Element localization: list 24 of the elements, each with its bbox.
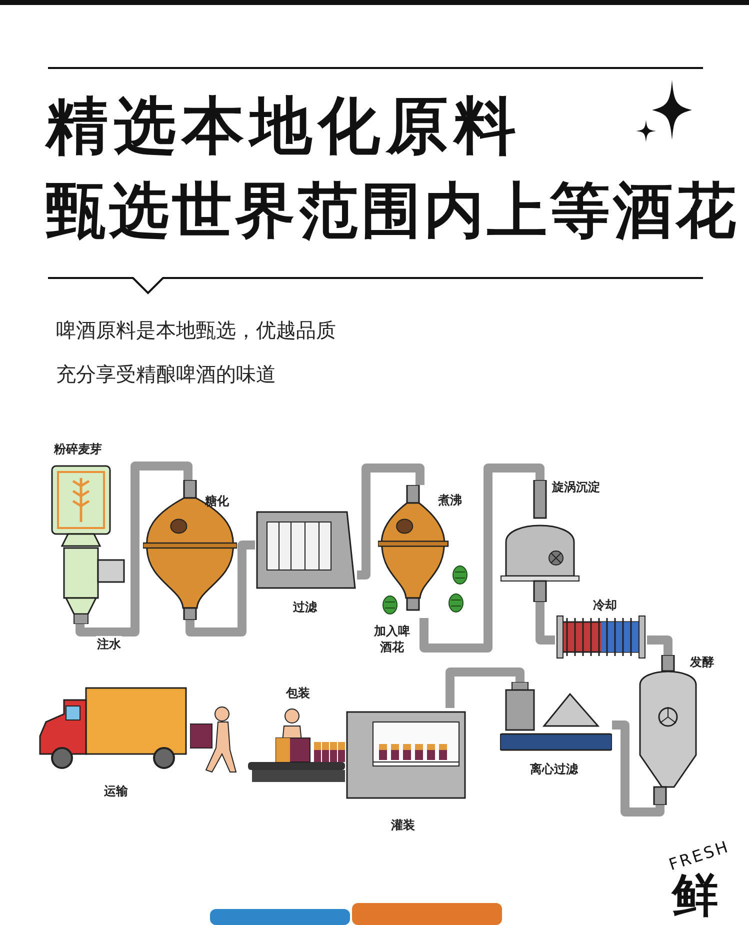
pipe <box>612 720 664 816</box>
edge-label: 注水 <box>96 636 122 653</box>
step-label: 旋涡沉淀 <box>552 480 600 494</box>
step-label: 煮沸 <box>438 493 462 508</box>
step-label: 灌装 <box>391 818 415 832</box>
pipe <box>536 602 555 644</box>
step-label: 运输 <box>104 784 128 798</box>
step-label: 粉碎麦芽 <box>54 442 102 456</box>
step-label: 冷却 <box>593 598 617 612</box>
side-note: 加入啤酒花 <box>372 624 411 656</box>
stamp-character: 鲜 <box>672 872 718 918</box>
body-text: 啤酒原料是本地甄选，优越品质 <box>56 318 336 342</box>
body-text: 充分享受精酿啤酒的味道 <box>56 362 276 386</box>
step-label: 离心过滤 <box>530 762 578 776</box>
step-label: 包装 <box>286 686 310 700</box>
title: 精选本地化原料 <box>46 92 522 160</box>
step-label: 糖化 <box>205 494 229 508</box>
pipe <box>357 464 424 580</box>
pipe <box>76 462 192 636</box>
step-label: 发酵 <box>690 655 714 670</box>
step-label: 过滤 <box>293 600 317 614</box>
pipe <box>186 540 255 636</box>
subtitle: 甄选世界范围内上等酒花 <box>46 178 739 244</box>
pipe <box>647 636 672 655</box>
